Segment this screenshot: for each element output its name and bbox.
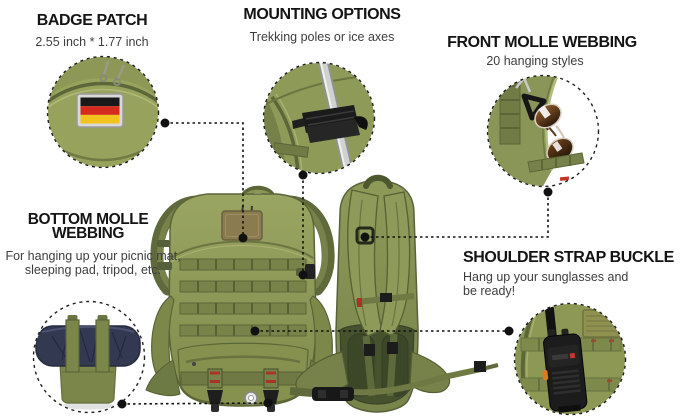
badge-patch-title: BADGE PATCH [36,12,148,29]
mounting-options-title: MOUNTING OPTIONS [243,6,401,23]
mounting-strap [292,105,368,143]
bottom-molle-title: BOTTOM MOLLE WEBBING [27,211,149,242]
bottom-pouch [59,363,117,404]
mounting-options-subtitle: Trekking poles or ice axes [249,30,395,44]
sunglasses-detail-photo [486,74,600,188]
badge-patch-detail-photo [46,55,160,169]
shoulder-strap-subtitle: Hang up your sunglasses and be ready! [463,270,629,298]
d-ring-buckle [521,93,547,121]
shoulder-strap-title: SHOULDER STRAP BUCKLE [463,249,674,266]
front-molle-subtitle: 20 hanging styles [486,54,584,68]
rolled-mat [35,325,141,367]
german-flag-patch [76,93,124,128]
picnic-mat-detail-photo [32,300,146,414]
velcro-badge-area [221,210,263,241]
badge-patch-subtitle: 2.55 inch * 1.77 inch [35,35,149,49]
hip-belt-buckle [289,361,499,401]
mat-straps [65,315,110,373]
walkie-talkie [542,305,588,413]
walkie-talkie-detail-photo [513,302,627,416]
front-molle-title: FRONT MOLLE WEBBING [447,34,637,51]
mounting-options-detail-photo [262,61,376,175]
bottom-molle-subtitle: For hanging up your picnic mat, sleeping… [5,249,181,277]
bottom-strap-left [207,368,223,412]
